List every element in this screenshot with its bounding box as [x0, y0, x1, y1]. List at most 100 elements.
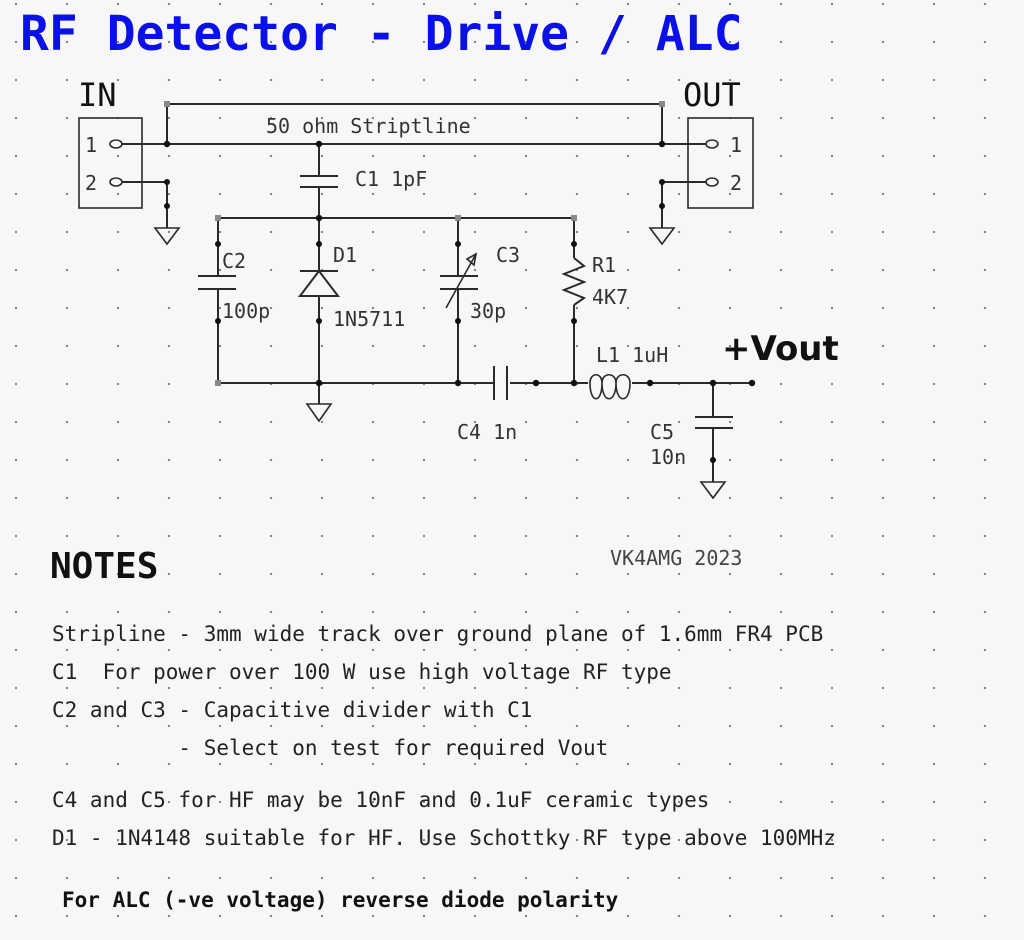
grid-dot — [116, 344, 120, 348]
grid-dot — [728, 306, 732, 310]
grid-dot — [626, 344, 630, 348]
grid-dot — [422, 686, 426, 690]
grid-dot — [830, 40, 834, 44]
output-port-label: OUT — [683, 76, 741, 114]
grid-dot — [524, 40, 528, 44]
grid-dot — [830, 230, 834, 234]
grid-dot — [422, 306, 426, 310]
grid-dot — [320, 762, 324, 766]
grid-dot — [218, 648, 222, 652]
grid-dot — [779, 610, 783, 614]
grid-dots — [14, 2, 987, 918]
grid-dot — [167, 154, 171, 158]
grid-dot — [881, 610, 885, 614]
grid-dot — [116, 40, 120, 44]
grid-dot — [269, 762, 273, 766]
grid-dot — [932, 534, 936, 538]
junction — [215, 241, 221, 247]
grid-dot — [320, 800, 324, 804]
junction — [709, 379, 717, 387]
junction — [164, 203, 170, 209]
inductor-l1: L1 1uH — [588, 343, 668, 400]
grid-dot — [626, 268, 630, 272]
grid-dot — [14, 2, 18, 6]
grid-dot — [626, 800, 630, 804]
grid-dot — [422, 762, 426, 766]
grid-dot — [371, 306, 375, 310]
r1-zigzag — [561, 257, 587, 306]
grid-dot — [983, 78, 987, 82]
grid-dot — [422, 876, 426, 880]
grid-dot — [830, 762, 834, 766]
grid-dot — [14, 724, 18, 728]
grid-dot — [218, 230, 222, 234]
grid-dot — [677, 192, 681, 196]
grid-dot — [881, 230, 885, 234]
grid-dot — [830, 116, 834, 120]
grid-dot — [218, 762, 222, 766]
grid-dot — [371, 78, 375, 82]
grid-dot — [626, 306, 630, 310]
grid-dot — [830, 610, 834, 614]
grid-dot — [830, 268, 834, 272]
grid-dot — [473, 268, 477, 272]
grid-dot — [881, 496, 885, 500]
grid-dot — [779, 724, 783, 728]
grid-dot — [65, 914, 69, 918]
grid-dot — [575, 724, 579, 728]
grid-dot — [677, 230, 681, 234]
grid-dot — [371, 230, 375, 234]
grid-dot — [65, 344, 69, 348]
grid-dot — [575, 458, 579, 462]
r1-value: 4K7 — [592, 285, 628, 309]
grid-dot — [116, 648, 120, 652]
grid-dot — [269, 116, 273, 120]
grid-dot — [728, 800, 732, 804]
output-pin1-terminal — [705, 139, 719, 149]
grid-dot — [728, 534, 732, 538]
grid-dot — [473, 458, 477, 462]
grid-dot — [830, 2, 834, 6]
grid-dot — [269, 268, 273, 272]
grid-dot — [65, 2, 69, 6]
variable-capacitor-c3: C3 30p — [440, 218, 520, 383]
grid-dot — [218, 420, 222, 424]
grid-dot — [116, 78, 120, 82]
note-line: C1 For power over 100 W use high voltage… — [52, 660, 672, 684]
grid-dot — [830, 458, 834, 462]
grid-dot — [524, 686, 528, 690]
stripline: 50 ohm Striptline — [122, 103, 706, 145]
output-connector: OUT 1 2 — [683, 76, 754, 209]
grid-dot — [218, 496, 222, 500]
grid-dot — [422, 40, 426, 44]
grid-dot — [881, 78, 885, 82]
grid-dot — [779, 800, 783, 804]
grid-dot — [269, 914, 273, 918]
grid-dot — [65, 40, 69, 44]
grid-dot — [218, 914, 222, 918]
grid-dot — [728, 268, 732, 272]
grid-dot — [167, 648, 171, 652]
notes-heading: NOTES — [50, 546, 158, 587]
grid-dot — [371, 686, 375, 690]
junction — [710, 457, 716, 463]
grid-dot — [983, 382, 987, 386]
grid-dot — [728, 78, 732, 82]
grid-dot — [524, 116, 528, 120]
grid-dot — [422, 724, 426, 728]
grid-dot — [14, 838, 18, 842]
grid-dot — [830, 306, 834, 310]
junction — [455, 241, 461, 247]
grid-dot — [269, 344, 273, 348]
grid-dot — [983, 420, 987, 424]
notes-footer: For ALC (-ve voltage) reverse diode pola… — [62, 888, 619, 912]
grid-dot — [932, 344, 936, 348]
junction — [646, 379, 654, 387]
grid-dot — [575, 762, 579, 766]
grid-dot — [218, 534, 222, 538]
grid-dot — [881, 914, 885, 918]
grid-dot — [371, 724, 375, 728]
grid-dot — [677, 838, 681, 842]
grid-dot — [116, 838, 120, 842]
grid-dot — [626, 192, 630, 196]
